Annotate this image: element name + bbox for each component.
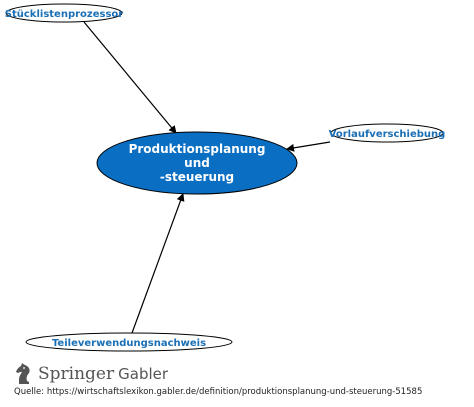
node-stuecklistenprozessor-label: Stücklistenprozessor (5, 9, 124, 20)
center-node-line2: und (184, 156, 210, 170)
node-teileverwendungsnachweis-label: Teileverwendungsnachweis (52, 338, 206, 349)
source-url-link[interactable]: https://wirtschaftslexikon.gabler.de/def… (46, 387, 423, 397)
node-stuecklistenprozessor[interactable]: Stücklistenprozessor (5, 3, 124, 23)
concept-diagram: Stücklistenprozessor Vorlaufverschiebung… (5, 3, 446, 352)
logo-text-gabler: Gabler (118, 365, 169, 383)
center-node-line3: -steuerung (160, 170, 234, 184)
springer-gabler-logo: Springer Gabler (14, 362, 168, 386)
node-vorlaufverschiebung[interactable]: Vorlaufverschiebung (329, 123, 446, 143)
edge-stuecklisten-to-center (83, 21, 177, 134)
node-teileverwendungsnachweis[interactable]: Teileverwendungsnachweis (25, 332, 233, 352)
edge-vorlauf-to-center (286, 141, 331, 152)
edge-teilever-to-center (131, 193, 185, 334)
node-vorlaufverschiebung-label: Vorlaufverschiebung (329, 129, 446, 140)
logo-text-springer: Springer (38, 364, 115, 384)
knight-chess-piece-icon (16, 363, 30, 384)
source-label: Quelle: (14, 387, 45, 397)
node-produktionsplanung-und-steuerung[interactable]: Produktionsplanung und -steuerung (96, 131, 298, 195)
center-node-line1: Produktionsplanung (129, 142, 266, 156)
source-line: Quelle: https://wirtschaftslexikon.gable… (14, 387, 422, 397)
